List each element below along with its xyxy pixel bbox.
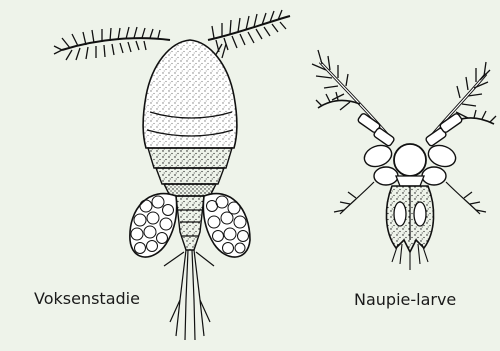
left-egg-sac	[130, 194, 177, 257]
upper-right-appendage	[428, 62, 496, 140]
urosome	[176, 196, 204, 250]
caption-adult-stage: Voksenstadie	[34, 289, 140, 308]
caudal-setae	[164, 250, 214, 340]
nauplius-head	[394, 144, 426, 176]
nauplius-larva	[312, 50, 496, 270]
right-egg-sac	[203, 194, 250, 257]
right-antenna	[208, 10, 290, 58]
caption-nauplius-larva: Naupie-larve	[354, 290, 456, 309]
left-antenna	[54, 27, 170, 60]
